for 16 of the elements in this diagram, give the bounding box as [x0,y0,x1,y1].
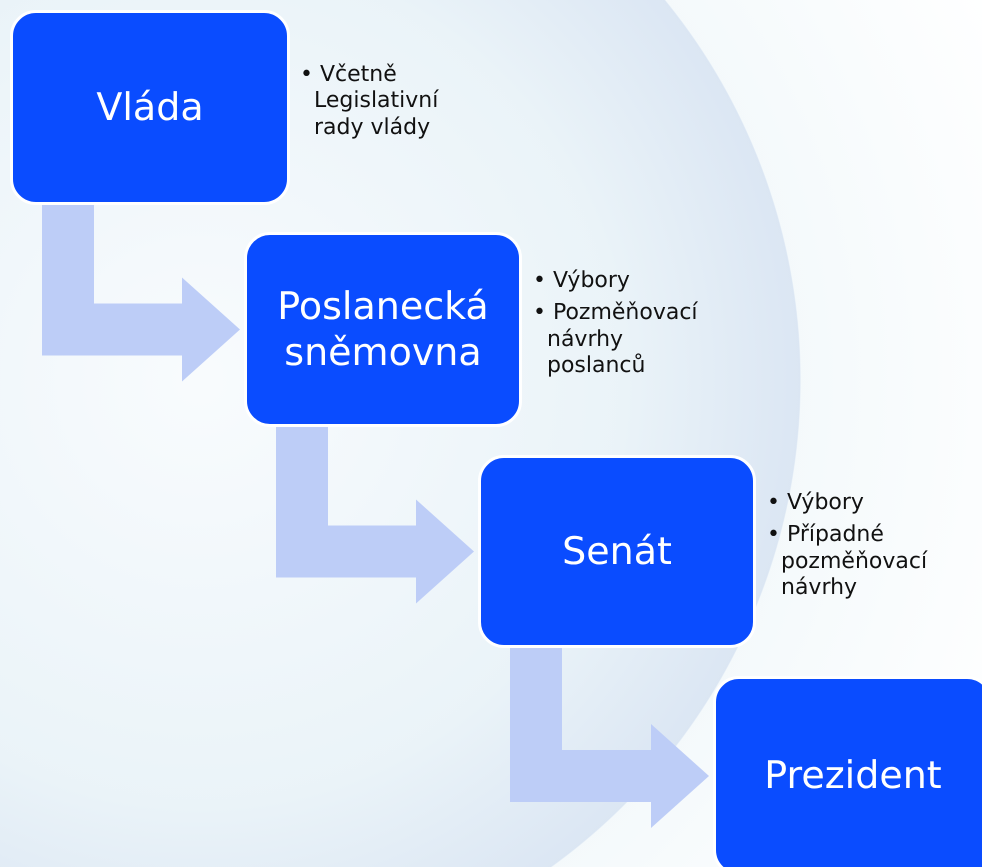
bent-arrow [42,205,240,382]
process-box [478,455,756,648]
bent-arrow [276,427,474,604]
bullet-item: • Výbory [533,268,631,294]
bullet-item: • Pozměňovací návrhy poslanců [533,300,699,380]
node-title: Poslanecká sněmovna [276,284,490,376]
bullet-item: • Výbory [767,490,865,516]
node-title: Prezident [764,753,942,799]
process-box [10,10,290,205]
node-title: Vláda [96,84,204,130]
bent-arrow [510,648,709,828]
process-box [713,676,982,867]
bullet-item: • Včetně Legislativní rady vlády [300,62,440,142]
node-title: Senát [562,528,672,574]
bullet-item: • Případné pozměňovací návrhy [767,522,928,602]
process-box [244,232,522,427]
